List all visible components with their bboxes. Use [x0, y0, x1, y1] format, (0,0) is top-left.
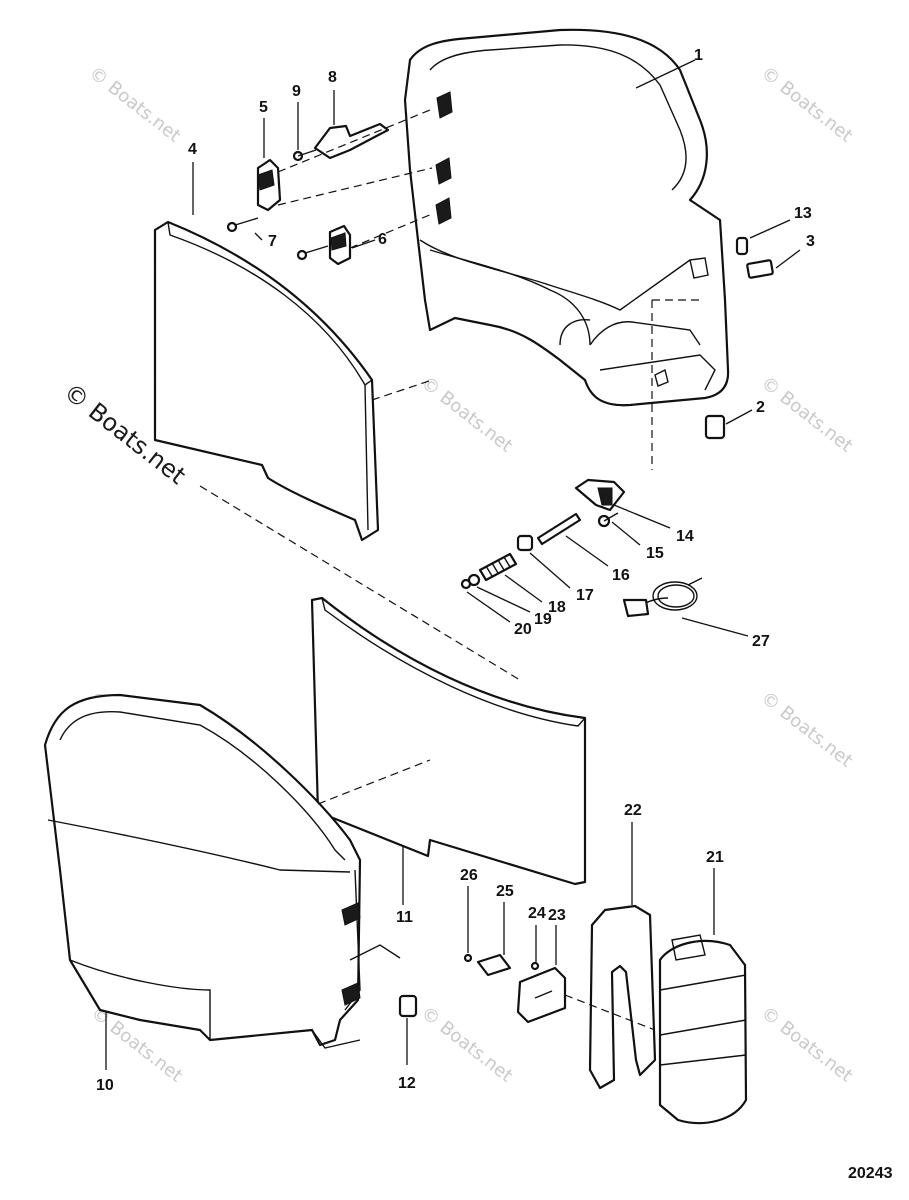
part-11-seal-panel — [310, 596, 587, 886]
watermark: © Boats.net — [757, 1002, 856, 1086]
leader-lines — [105, 59, 801, 1070]
part-27-cable — [622, 577, 703, 618]
callout-3: 3 — [806, 233, 815, 250]
part-24-screw — [530, 961, 540, 971]
part-16-pin — [536, 512, 582, 546]
part-1-upper-cowl — [403, 28, 730, 407]
watermark: © Boats.net — [757, 372, 856, 456]
callout-19: 19 — [534, 611, 552, 628]
part-23-plate — [516, 966, 567, 1024]
callout-9: 9 — [292, 83, 301, 100]
watermark: © Boats.net — [757, 62, 856, 146]
callout-6: 6 — [378, 231, 387, 248]
part-13-clip — [735, 236, 749, 256]
part-6-latch — [328, 224, 352, 266]
part-7-screws — [226, 217, 329, 261]
watermark: © Boats.net — [417, 372, 516, 456]
callout-2: 2 — [756, 399, 765, 416]
callout-5: 5 — [259, 99, 268, 116]
callout-7: 7 — [268, 233, 277, 250]
callout-14: 14 — [676, 528, 694, 545]
part-2-bumper — [704, 414, 726, 440]
callout-12: 12 — [398, 1075, 416, 1092]
callout-8: 8 — [328, 69, 337, 86]
callout-23: 23 — [548, 907, 566, 924]
callout-27: 27 — [752, 633, 770, 650]
watermark: © Boats.net — [417, 1002, 516, 1086]
callout-26: 26 — [460, 867, 478, 884]
callout-25: 25 — [496, 883, 514, 900]
watermark: © Boats.net — [757, 687, 856, 771]
callout-21: 21 — [706, 849, 724, 866]
part-12-bumper — [398, 994, 418, 1018]
callout-20: 20 — [514, 621, 532, 638]
part-8-bracket — [313, 122, 390, 160]
part-15-screw — [597, 512, 619, 528]
part-3-pad — [746, 259, 774, 279]
callout-10: 10 — [96, 1077, 114, 1094]
part-22-gasket — [588, 904, 657, 1090]
part-18-spring — [478, 552, 518, 582]
callout-11: 11 — [396, 909, 413, 926]
part-9-screw — [292, 149, 317, 162]
diagram-id: 20243 — [848, 1165, 893, 1182]
watermark: © Boats.net — [85, 62, 184, 146]
part-21-grille — [658, 934, 748, 1125]
part-5-latch — [256, 158, 282, 212]
callout-labels: 1 2 3 4 5 6 7 8 9 10 11 12 13 14 15 16 1… — [96, 47, 815, 1094]
part-4-seal-panel — [153, 220, 380, 542]
part-17-bushing — [516, 534, 534, 552]
callout-1: 1 — [694, 47, 703, 64]
callout-24: 24 — [528, 905, 546, 922]
callout-17: 17 — [576, 587, 594, 604]
part-20-nut — [460, 578, 472, 590]
callout-16: 16 — [612, 567, 630, 584]
callout-18: 18 — [548, 599, 566, 616]
callout-15: 15 — [646, 545, 664, 562]
part-14-lever — [574, 478, 626, 512]
part-10-lower-cowl — [43, 693, 401, 1049]
assembly-lines — [199, 109, 700, 1031]
callout-13: 13 — [794, 205, 812, 222]
part-26-screw — [463, 953, 473, 963]
callout-4: 4 — [188, 141, 197, 158]
callout-22: 22 — [624, 802, 642, 819]
part-25-latch-arm — [476, 953, 512, 977]
